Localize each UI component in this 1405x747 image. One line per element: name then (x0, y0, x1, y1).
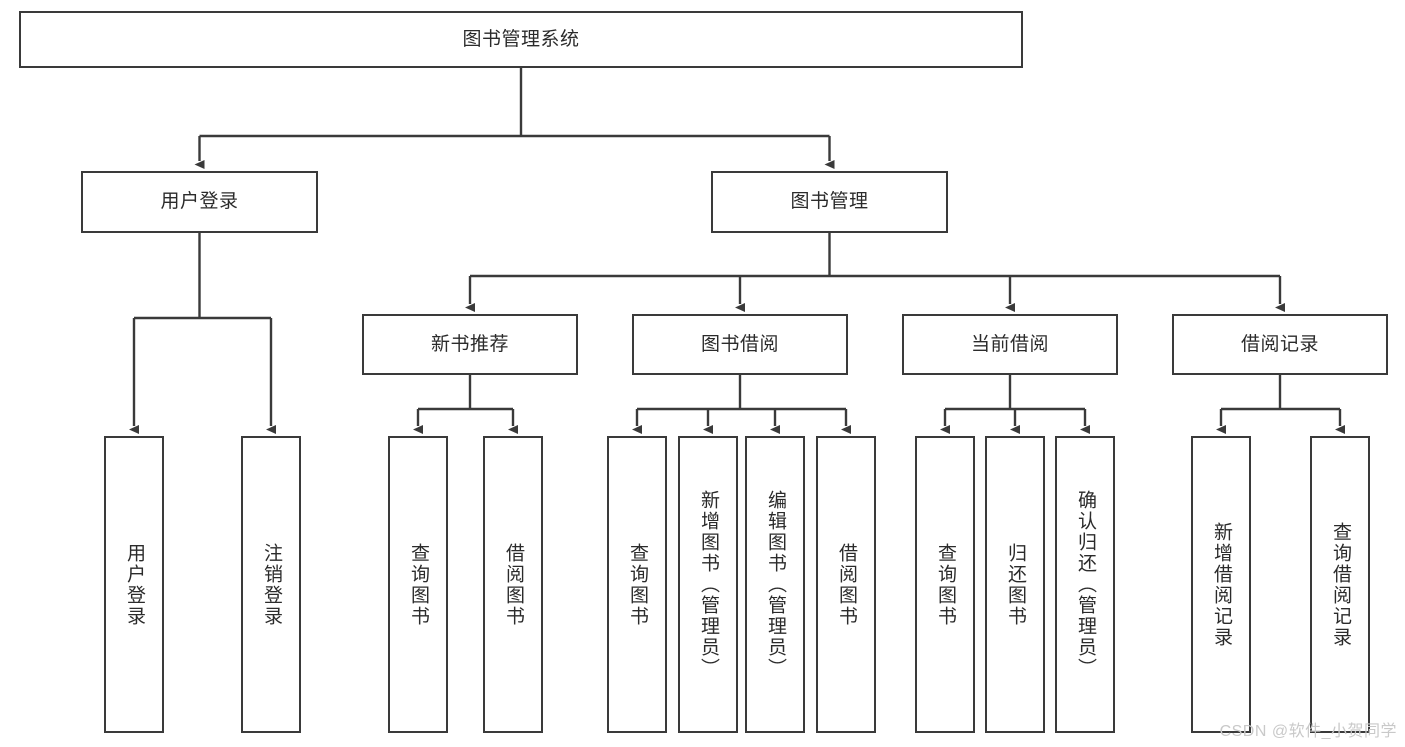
node-label: 用户登录 (160, 191, 239, 213)
node-label: 新增图书（管理员） (697, 490, 719, 679)
node-l2-book-manage[interactable]: 图书管理 (711, 171, 948, 233)
node-l3-borrow-record[interactable]: 借阅记录 (1172, 314, 1388, 375)
node-label: 编辑图书（管理员） (764, 490, 786, 679)
node-leaf-add-record[interactable]: 新增借阅记录 (1191, 436, 1251, 733)
node-label: 注销登录 (260, 542, 282, 627)
node-label: 当前借阅 (970, 333, 1049, 355)
node-label: 用户登录 (123, 542, 145, 627)
node-label: 借阅图书 (502, 542, 524, 627)
node-label: 查询图书 (407, 542, 429, 627)
node-leaf-query-book-2[interactable]: 查询图书 (607, 436, 667, 733)
node-leaf-borrow-book-1[interactable]: 借阅图书 (483, 436, 543, 733)
node-leaf-query-book-1[interactable]: 查询图书 (388, 436, 448, 733)
node-label: 查询借阅记录 (1329, 521, 1351, 648)
node-label: 图书管理系统 (462, 28, 580, 50)
node-label: 新增借阅记录 (1210, 521, 1232, 648)
node-leaf-user-login[interactable]: 用户登录 (104, 436, 164, 733)
node-leaf-return-book[interactable]: 归还图书 (985, 436, 1045, 733)
node-leaf-query-record[interactable]: 查询借阅记录 (1310, 436, 1370, 733)
edge-layer (129, 68, 1345, 434)
node-label: 新书推荐 (430, 333, 509, 355)
node-label: 查询图书 (626, 542, 648, 627)
node-label: 确认归还（管理员） (1074, 490, 1096, 679)
node-label: 借阅记录 (1240, 333, 1319, 355)
node-label: 归还图书 (1004, 542, 1026, 627)
node-root[interactable]: 图书管理系统 (19, 11, 1023, 68)
node-label: 借阅图书 (835, 542, 857, 627)
watermark-label: CSDN @软件_小贺同学 (1219, 723, 1397, 740)
node-leaf-query-book-3[interactable]: 查询图书 (915, 436, 975, 733)
node-leaf-confirm-return[interactable]: 确认归还（管理员） (1055, 436, 1115, 733)
node-leaf-edit-book[interactable]: 编辑图书（管理员） (745, 436, 805, 733)
node-label: 查询图书 (934, 542, 956, 627)
node-leaf-borrow-book-2[interactable]: 借阅图书 (816, 436, 876, 733)
node-label: 图书管理 (790, 191, 869, 213)
node-l2-user-login[interactable]: 用户登录 (81, 171, 318, 233)
node-l3-current-borrow[interactable]: 当前借阅 (902, 314, 1118, 375)
node-label: 图书借阅 (700, 333, 779, 355)
node-l3-book-borrow[interactable]: 图书借阅 (632, 314, 848, 375)
node-l3-new-book[interactable]: 新书推荐 (362, 314, 578, 375)
node-leaf-logout[interactable]: 注销登录 (241, 436, 301, 733)
node-leaf-add-book[interactable]: 新增图书（管理员） (678, 436, 738, 733)
